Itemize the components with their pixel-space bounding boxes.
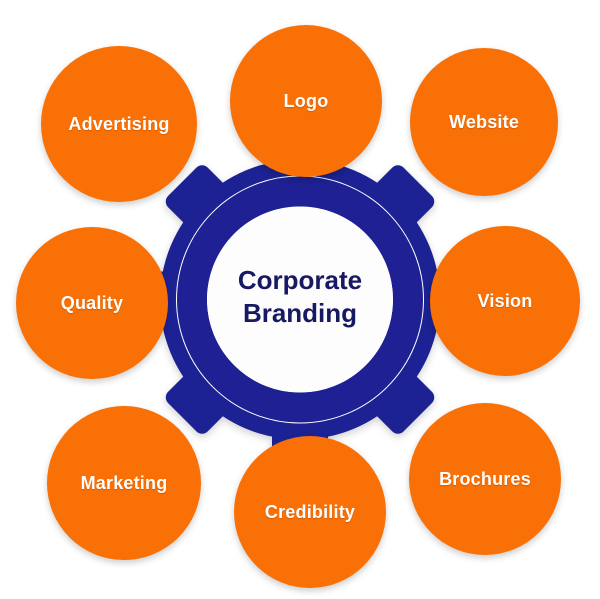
node-label-credibility: Credibility [264,501,356,522]
node-vision[interactable]: Vision [430,226,580,376]
node-label-logo: Logo [283,90,329,111]
node-label-website: Website [448,111,520,132]
node-label-advertising: Advertising [68,113,170,134]
node-advertising[interactable]: Advertising [41,46,197,202]
node-label-marketing: Marketing [80,472,168,493]
node-label-brochures: Brochures [439,468,531,489]
node-label-vision: Vision [477,290,533,311]
node-label-quality: Quality [60,292,124,313]
node-website[interactable]: Website [410,48,558,196]
node-marketing[interactable]: Marketing [47,406,201,560]
hub-title-line-1: Corporate [237,264,363,295]
hub-center-label: Corporate Branding [197,232,403,362]
node-credibility[interactable]: Credibility [234,436,386,588]
node-brochures[interactable]: Brochures [409,403,561,555]
hub-title-line-2: Branding [242,298,358,328]
node-quality[interactable]: Quality [16,227,168,379]
node-logo[interactable]: Logo [230,25,382,177]
